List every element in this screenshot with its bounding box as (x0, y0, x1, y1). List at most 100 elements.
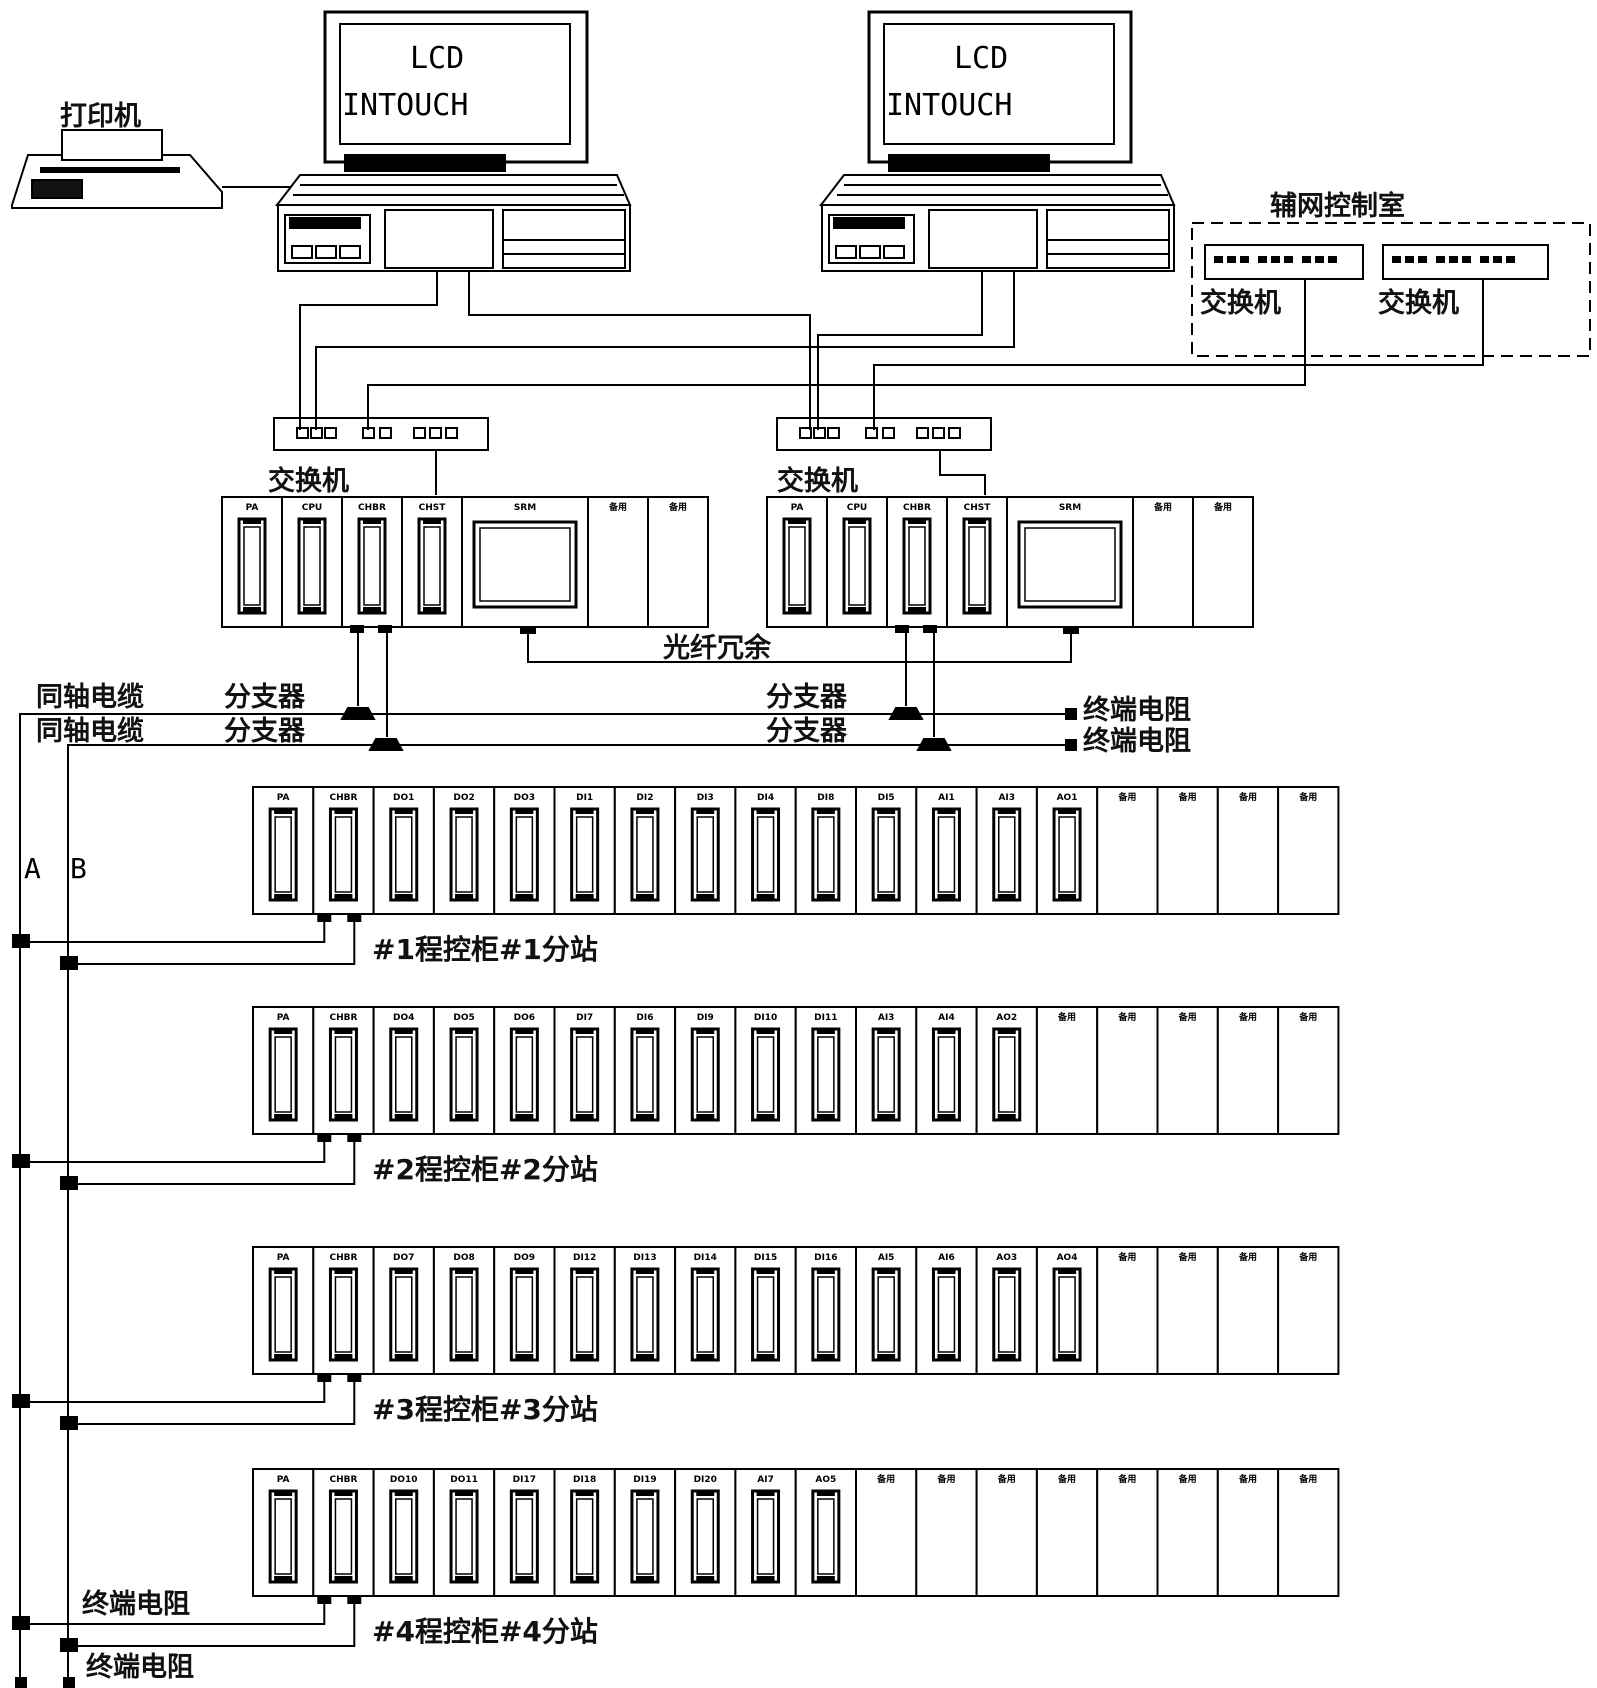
io-rack-4-module-4-label: DO11 (450, 1475, 478, 1485)
io-rack-3-module-10-label: DI16 (814, 1253, 837, 1263)
io-rack-4-module-10: AO5 (794, 1468, 858, 1597)
io-rack-2-module-15-label: 备用 (1117, 1011, 1136, 1023)
io-rack-4-module-11-label: 备用 (876, 1473, 895, 1485)
io-rack-4-module-5: DI17 (493, 1468, 556, 1597)
io-rack-3-module-11-label: AI5 (878, 1253, 895, 1263)
io-rack-3-label: #3程控柜#3分站 (372, 1393, 598, 1426)
io-rack-4-module-12-label: 备用 (936, 1473, 955, 1485)
io-rack-1-module-13: AI3 (975, 786, 1038, 915)
io-rack-2-module-11: AI3 (855, 1006, 918, 1135)
io-rack-4-module-13: 备用 (975, 1468, 1038, 1597)
aux-switch-1 (1204, 244, 1364, 280)
tap-label-right-2: 分支器 (766, 716, 848, 747)
io-rack-3-module-16: 备用 (1156, 1246, 1219, 1375)
tap-label-right-1: 分支器 (766, 682, 848, 713)
main-rack-2-module-4: CHST (946, 496, 1008, 628)
main-rack-2-module-4-label: CHST (964, 503, 992, 513)
tap-label-left-1: 分支器 (224, 682, 306, 713)
io-rack-3-module-4-label: DO8 (453, 1253, 474, 1263)
io-rack-4-module-9: AI7 (734, 1468, 797, 1597)
fiber-link (527, 627, 1072, 663)
io-rack-2-module-7: DI6 (613, 1006, 677, 1135)
io-rack-4-module-17: 备用 (1216, 1468, 1280, 1597)
main-rack-1-module-4-label: CHST (419, 503, 447, 513)
io-rack-2-module-6-label: DI7 (576, 1013, 593, 1023)
io-rack-3-module-2-label: CHBR (329, 1253, 357, 1263)
main-rack-1-module-6-label: 备用 (608, 501, 627, 513)
main-rack-1-module-1: PA (221, 496, 283, 628)
ethernet-links (299, 271, 1484, 495)
io-rack-1-module-3: DO1 (372, 786, 435, 915)
aux-switch-1-label: 交换机 (1200, 287, 1281, 319)
io-rack-3-module-5: DO9 (493, 1246, 556, 1375)
io-rack-2-module-17: 备用 (1216, 1006, 1280, 1135)
io-rack-2-module-3: DO4 (372, 1006, 435, 1135)
io-rack-1-module-4: DO2 (432, 786, 496, 915)
main-rack-2-module-1: PA (766, 496, 828, 628)
io-rack-4-module-16-label: 备用 (1178, 1473, 1197, 1485)
io-rack-2-module-5: DO6 (493, 1006, 556, 1135)
io-rack-3-module-14: AO4 (1035, 1246, 1099, 1375)
io-rack-1-module-18-label: 备用 (1298, 791, 1317, 803)
io-rack-3-module-15-label: 备用 (1117, 1251, 1136, 1263)
io-rack-4-module-5-label: DI17 (513, 1475, 536, 1485)
bus-letter-b: B (70, 852, 87, 885)
io-rack-4-module-1-label: PA (277, 1475, 290, 1485)
io-rack-2-module-18: 备用 (1277, 1006, 1340, 1135)
io-rack-3-module-12: AI6 (915, 1246, 978, 1375)
io-rack-2-module-13: AO2 (975, 1006, 1038, 1135)
main-rack-1-module-5: SRM (461, 496, 589, 628)
main-switch-1-label: 交换机 (268, 465, 349, 497)
io-rack-1-module-17-label: 备用 (1238, 791, 1257, 803)
io-rack-1-module-10: DI8 (794, 786, 858, 915)
aux-switch-2-label: 交换机 (1378, 287, 1459, 319)
io-rack-1-module-14: AO1 (1035, 786, 1099, 915)
io-rack-2-module-11-label: AI3 (878, 1013, 895, 1023)
io-rack-4-module-11: 备用 (855, 1468, 918, 1597)
io-rack-1-module-7-label: DI2 (636, 793, 653, 803)
printer-label: 打印机 (60, 101, 141, 132)
io-rack-1-module-16-label: 备用 (1178, 791, 1197, 803)
workstation-1-screen-line1: LCD (410, 41, 464, 76)
io-rack-3-module-14-label: AO4 (1057, 1253, 1078, 1263)
io-rack-2-module-4: DO5 (432, 1006, 496, 1135)
io-rack-2-module-9: DI10 (734, 1006, 797, 1135)
io-rack-3-module-13: AO3 (975, 1246, 1038, 1375)
main-rack-1-module-2-label: CPU (302, 503, 323, 513)
io-rack-3-module-6: DI12 (553, 1246, 616, 1375)
coax-label-a: 同轴电缆 (36, 682, 144, 713)
io-rack-3-module-15: 备用 (1096, 1246, 1159, 1375)
io-rack-3-module-10: DI16 (794, 1246, 858, 1375)
main-rack-1-module-3-label: CHBR (358, 503, 386, 513)
fiber-label: 光纤冗余 (662, 632, 772, 664)
main-rack-1-module-7: 备用 (647, 496, 709, 628)
terminator-label-bottom-1: 终端电阻 (82, 1588, 190, 1620)
terminator-label-right-2: 终端电阻 (1083, 725, 1191, 757)
io-rack-4-module-6: DI18 (553, 1468, 616, 1597)
io-rack-4-module-16: 备用 (1156, 1468, 1219, 1597)
io-rack-4-module-7: DI19 (613, 1468, 677, 1597)
io-rack-3-module-2: CHBR (312, 1246, 375, 1375)
io-rack-4-label: #4程控柜#4分站 (372, 1615, 598, 1648)
io-rack-1-module-1-label: PA (277, 793, 290, 803)
io-rack-1-module-3-label: DO1 (393, 793, 414, 803)
io-rack-4-module-3-label: DO10 (390, 1475, 418, 1485)
aux-room-title: 辅网控制室 (1270, 190, 1405, 222)
main-rack-1-module-5-label: SRM (514, 503, 536, 513)
io-rack-4-module-14: 备用 (1035, 1468, 1099, 1597)
main-rack-2-module-5: SRM (1006, 496, 1134, 628)
io-rack-1-module-11-label: DI5 (878, 793, 895, 803)
io-rack-4-module-15: 备用 (1096, 1468, 1159, 1597)
terminator-label-bottom-2: 终端电阻 (86, 1651, 194, 1683)
io-rack-2-module-6: DI7 (553, 1006, 616, 1135)
io-rack-1-module-13-label: AI3 (998, 793, 1015, 803)
workstation-2-screen-line1: LCD (954, 41, 1008, 76)
io-rack-1-module-9-label: DI4 (757, 793, 774, 803)
io-rack-2-module-15: 备用 (1096, 1006, 1159, 1135)
bus-letter-a: A (24, 852, 41, 885)
io-rack-3-module-17: 备用 (1216, 1246, 1280, 1375)
io-rack-3-module-18: 备用 (1277, 1246, 1340, 1375)
